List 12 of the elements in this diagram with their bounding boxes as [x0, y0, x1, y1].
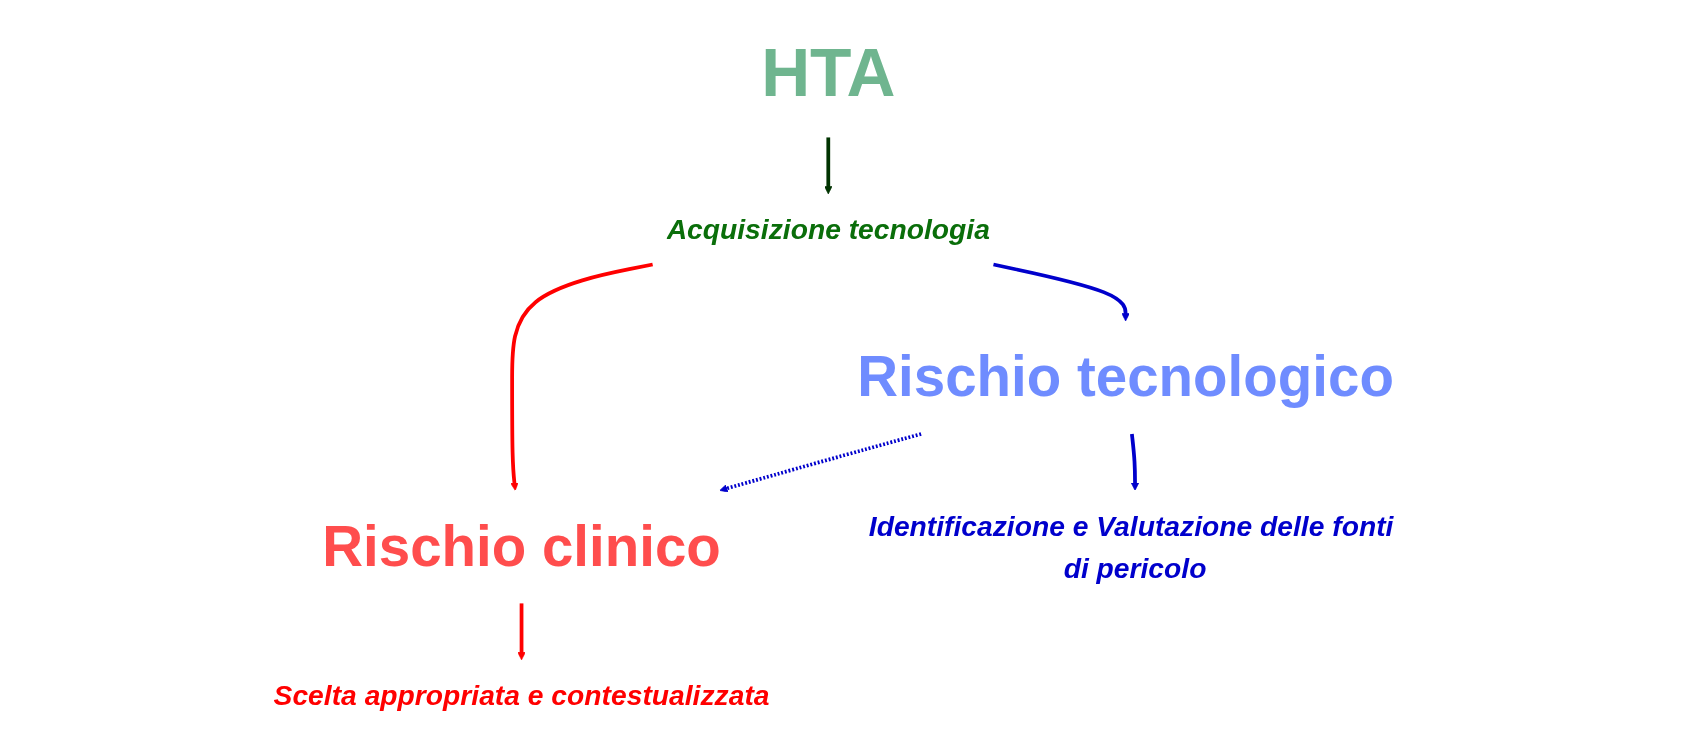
arrow: [1130, 433, 1140, 491]
node-text: Rischio tecnologico: [857, 345, 1394, 409]
arrow: [510, 262, 653, 491]
node-text: HTA: [761, 34, 896, 111]
node-text: Rischio clinico: [322, 514, 721, 578]
arrow: [719, 432, 922, 493]
arrow: [993, 262, 1130, 322]
arrow: [517, 603, 526, 661]
node-text: Identificazione e Valutazione delle fonti di pericolo: [868, 510, 1394, 584]
node-text: Acquisizione tecnologia: [666, 213, 990, 245]
arrow: [824, 137, 833, 195]
node-text: Scelta appropriata e contestualizzata: [273, 679, 770, 711]
